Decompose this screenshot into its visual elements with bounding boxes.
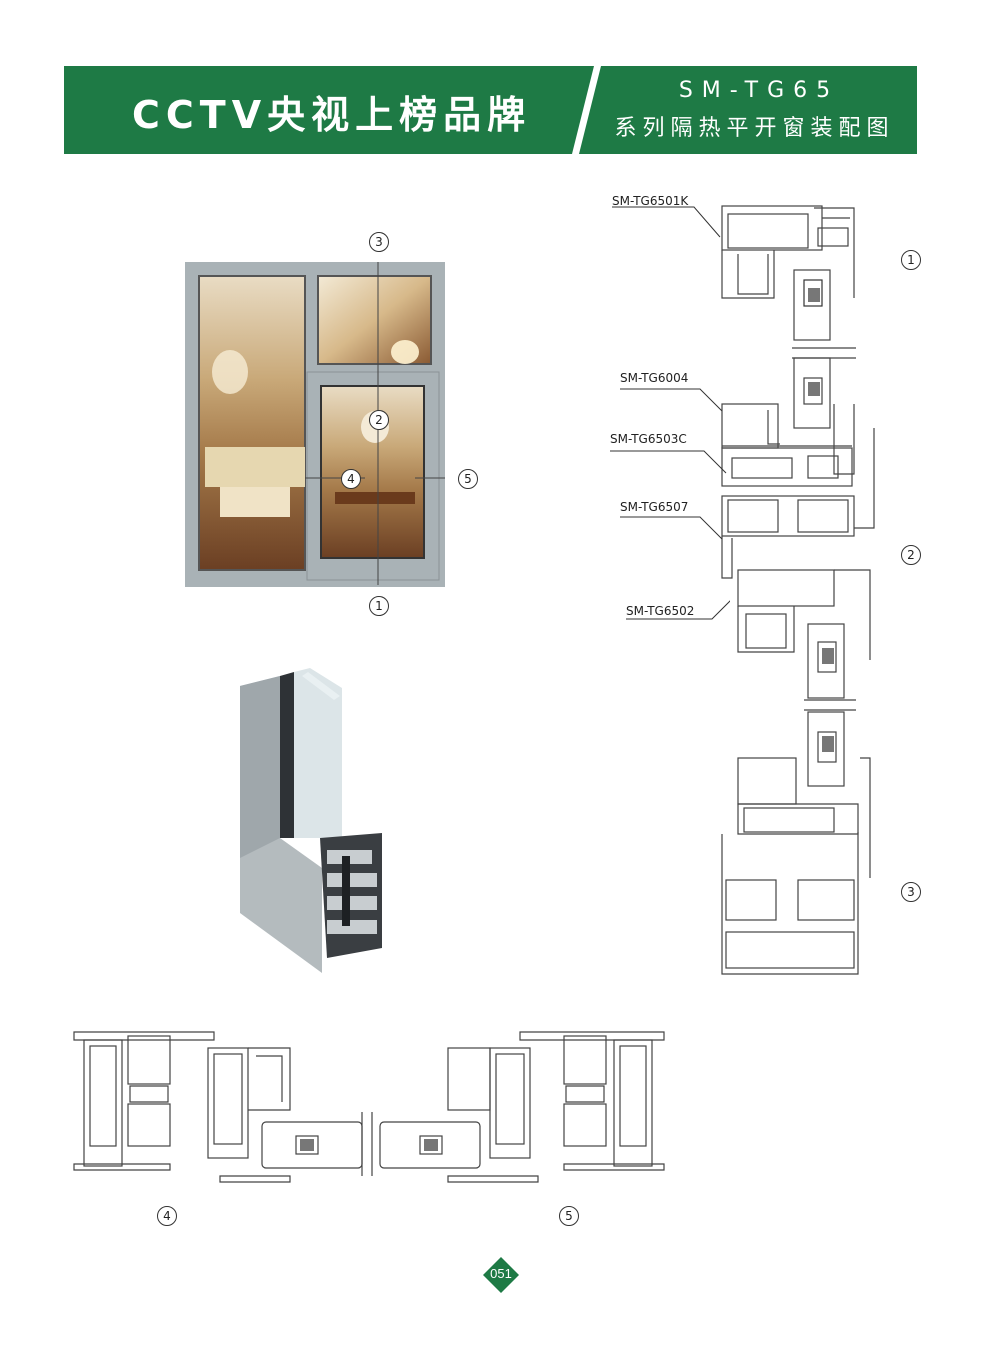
profile-label-6501k: SM-TG6501K — [612, 194, 689, 208]
profile-3d-image — [240, 668, 382, 973]
page-number: 051 — [490, 1266, 512, 1281]
profile-leader-lines — [610, 206, 730, 620]
profile-label-6507: SM-TG6507 — [620, 500, 689, 514]
profile-label-6503c: SM-TG6503C — [610, 432, 687, 446]
page-number-badge — [483, 1257, 519, 1293]
model-title: SM-TG65 — [678, 78, 840, 103]
header-banner: CCTV央视上榜品牌 SM-TG65 系列隔热平开窗装配图 — [64, 66, 917, 154]
window-elevation-image — [185, 262, 445, 587]
brand-title: CCTV央视上榜品牌 — [132, 93, 532, 137]
banner-background — [64, 66, 917, 154]
section-callout-4: 4 — [157, 1206, 177, 1226]
profile-label-6004: SM-TG6004 — [620, 371, 689, 385]
callout-2-center: 2 — [369, 410, 389, 430]
horizontal-section-drawing — [73, 1031, 665, 1183]
section-callout-5: 5 — [559, 1206, 579, 1226]
series-subtitle: 系列隔热平开窗装配图 — [614, 116, 895, 141]
section-callout-2: 2 — [901, 545, 921, 565]
vertical-section-drawing — [721, 205, 875, 975]
profile-label-6502: SM-TG6502 — [626, 604, 695, 618]
section-callout-1: 1 — [901, 250, 921, 270]
callout-4-center: 4 — [341, 469, 361, 489]
callout-3-top: 3 — [369, 232, 389, 252]
callout-1-bottom: 1 — [369, 596, 389, 616]
section-callout-3: 3 — [901, 882, 921, 902]
callout-5-right: 5 — [458, 469, 478, 489]
